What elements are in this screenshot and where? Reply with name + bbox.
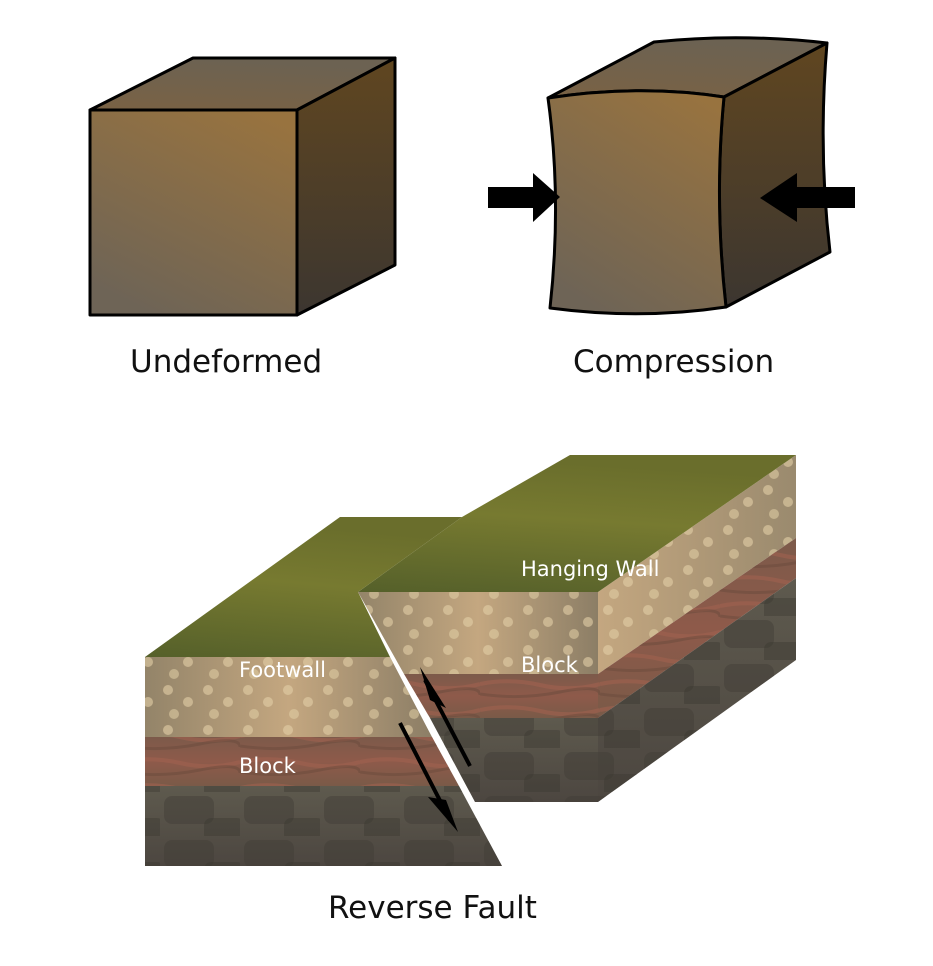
fault-arrow-down xyxy=(398,722,458,832)
label-undeformed: Undeformed xyxy=(130,344,323,380)
undeformed-front-face xyxy=(88,108,299,317)
footwall-label-line1: Footwall xyxy=(239,658,326,682)
label-reverse-fault: Reverse Fault xyxy=(328,890,537,926)
footwall-label-line2: Block xyxy=(239,754,296,778)
label-compression: Compression xyxy=(573,344,775,380)
fault-arrow-up xyxy=(420,667,472,767)
footwall-front-face xyxy=(145,657,502,866)
compression-arrow-left xyxy=(488,173,560,222)
hanging-wall-front-face xyxy=(358,592,598,802)
label-footwall-block: Footwall Block xyxy=(239,590,326,814)
compression-arrow-right xyxy=(760,173,855,222)
hanging-wall-top-grass xyxy=(358,455,796,592)
compressed-block xyxy=(488,36,855,316)
footwall-top-grass xyxy=(145,517,462,657)
label-hanging-wall-block: Hanging Wall Block xyxy=(521,489,659,713)
compressed-front-face xyxy=(546,89,728,316)
hanging-label-line2: Block xyxy=(521,653,578,677)
reverse-fault-block xyxy=(145,455,796,866)
undeformed-cube xyxy=(88,56,397,317)
hanging-label-line1: Hanging Wall xyxy=(521,557,660,581)
hanging-wall-side-face xyxy=(598,455,796,802)
